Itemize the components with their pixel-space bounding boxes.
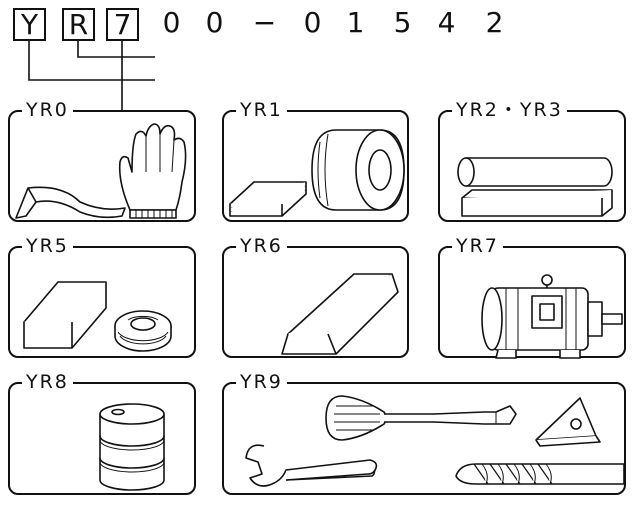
panel-yr8-label: YR8 xyxy=(22,371,73,393)
code-box-y: Y xyxy=(13,8,46,41)
code-box-7: 7 xyxy=(106,8,139,41)
code-digit-4: 1 xyxy=(346,6,365,39)
code-digit-7: 2 xyxy=(485,6,504,39)
yr9-illustration xyxy=(245,395,625,487)
panel-yr6: YR6 xyxy=(222,235,409,358)
yr23-illustration xyxy=(457,157,613,217)
panel-yr1-label: YR1 xyxy=(236,99,287,121)
code-box-r: R xyxy=(62,8,95,41)
panel-yr5-label: YR5 xyxy=(22,235,73,257)
yr7-illustration xyxy=(481,274,623,359)
code-digit-3: 0 xyxy=(303,6,322,39)
panel-yr6-label: YR6 xyxy=(236,235,287,257)
code-digit-1: 0 xyxy=(162,6,181,39)
yr6-illustration xyxy=(281,273,399,355)
panel-yr23: YR2・YR3 xyxy=(438,99,626,222)
panel-yr23-label: YR2・YR3 xyxy=(452,99,567,121)
code-digit-5: 5 xyxy=(393,6,412,39)
panel-yr0-label: YR0 xyxy=(22,99,73,121)
panel-yr9: YR9 xyxy=(222,371,626,495)
panel-yr9-label: YR9 xyxy=(236,371,287,393)
code-digit-2: 0 xyxy=(205,6,224,39)
yr5-illustration xyxy=(23,281,172,352)
panel-yr7: YR7 xyxy=(438,235,626,359)
code-digit-6: 4 xyxy=(437,6,456,39)
panel-yr8: YR8 xyxy=(8,371,196,495)
yr1-illustration xyxy=(229,129,405,217)
yr0-illustration xyxy=(15,123,187,219)
panel-yr5: YR5 xyxy=(8,235,196,358)
panel-yr0: YR0 xyxy=(8,99,196,222)
panel-yr1: YR1 xyxy=(222,99,409,222)
yr8-illustration xyxy=(99,403,165,491)
code-dash: − xyxy=(252,6,277,39)
panel-yr7-label: YR7 xyxy=(452,235,503,257)
code-connector-lines xyxy=(28,41,155,110)
